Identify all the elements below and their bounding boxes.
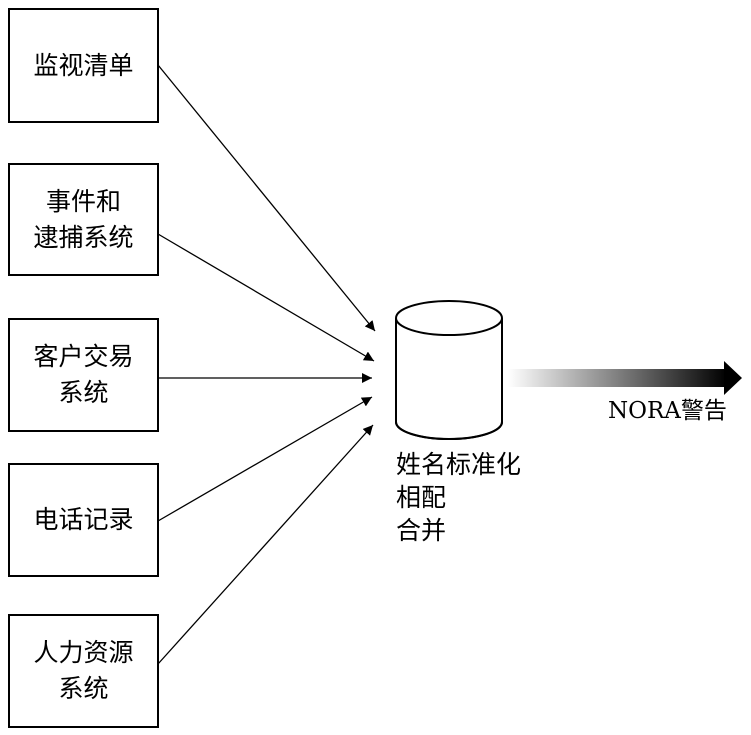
output-label: NORA警告: [608, 398, 727, 424]
source-box-phone-records: 电话记录: [8, 463, 159, 577]
source-label-customer-transaction: 客户交易 系统: [33, 342, 134, 407]
source-box-incident-arrest: 事件和 逮捕系统: [8, 163, 159, 276]
source-box-customer-transaction: 客户交易 系统: [8, 318, 159, 432]
connector-phone-records: [157, 396, 373, 522]
connector-hr: [157, 424, 374, 665]
output-arrow: [508, 361, 742, 395]
database-cylinder: [395, 300, 503, 440]
source-label-phone-records: 电话记录: [33, 505, 134, 534]
connector-incident-arrest: [157, 233, 375, 362]
source-box-watchlist: 监视清单: [8, 8, 159, 123]
source-label-hr: 人力资源 系统: [33, 638, 134, 703]
source-box-hr: 人力资源 系统: [8, 614, 159, 728]
connector-watchlist: [157, 64, 376, 332]
hub-label: 姓名标准化 相配 合并: [396, 450, 522, 545]
source-label-watchlist: 监视清单: [33, 50, 134, 80]
source-label-incident-arrest: 事件和 逮捕系统: [33, 186, 134, 252]
